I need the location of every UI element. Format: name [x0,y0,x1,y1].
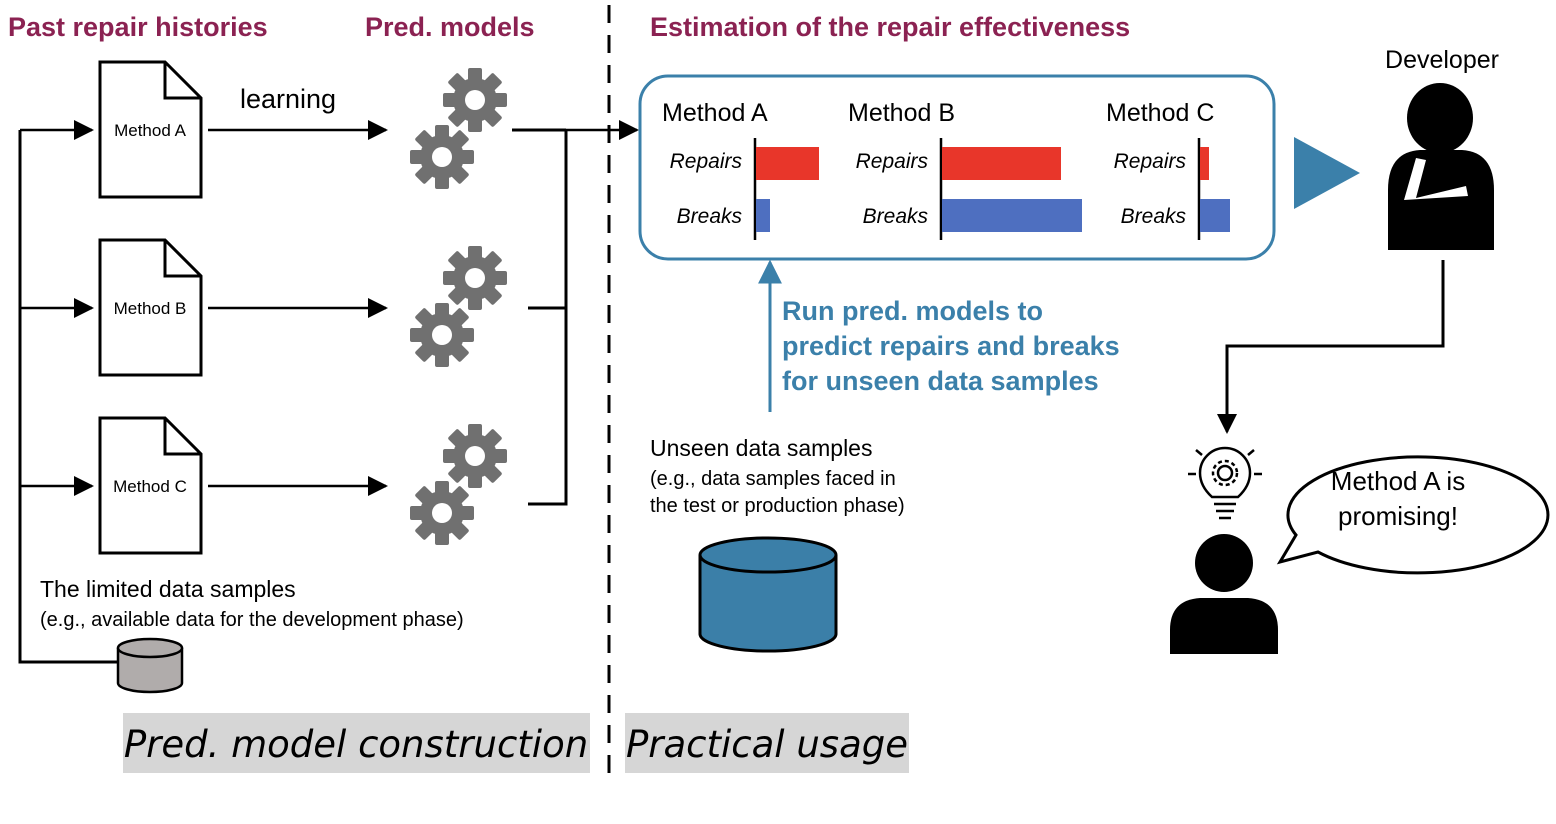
person-icon [1170,534,1278,654]
gear-icon [410,246,507,367]
limited-data-note: (e.g., available data for the developmen… [40,609,464,631]
document-label-a: Method A [114,121,186,140]
developer-thinking-icon [1388,83,1494,250]
developer-connector [1225,260,1445,428]
unseen-note-1: (e.g., data samples faced in [650,468,896,490]
repairs-bar [942,147,1061,180]
breaks-label: Breaks [863,205,929,228]
learning-label: learning [240,84,336,114]
breaks-label: Breaks [1121,205,1187,228]
limited-data-title: The limited data samples [40,576,296,602]
breaks-bar [756,199,770,232]
database-icon [116,637,184,694]
method-title: Method A [662,99,768,127]
document-icon: Method B [98,238,203,377]
lightbulb-gear-icon [1188,446,1262,520]
repairs-bar [1200,147,1209,180]
triangle-arrow-icon [1294,137,1360,209]
document-icon: Method A [98,60,203,199]
document-label-c: Method C [113,477,187,496]
database-icon [698,536,838,653]
repairs-label: Repairs [856,150,929,173]
gear-icon [410,68,507,189]
heading-estimation: Estimation of the repair effectiveness [650,12,1130,42]
speech-line-2: promising! [1338,501,1458,531]
breaks-bar [942,199,1082,232]
unseen-note-2: the test or production phase) [650,495,905,517]
gear-icon [410,424,507,545]
speech-line-1: Method A is [1331,466,1465,496]
unseen-title: Unseen data samples [650,435,872,461]
document-icon: Method C [98,416,203,555]
breaks-label: Breaks [677,205,743,228]
document-label-b: Method B [114,299,187,318]
run-note-line-2: predict repairs and breaks [782,331,1120,361]
phase-construction-bg [123,713,590,773]
method-title: Method C [1106,99,1214,127]
repairs-label: Repairs [1114,150,1187,173]
speech-bubble-icon: Method A is promising! [1276,455,1550,575]
repairs-label: Repairs [670,150,743,173]
repairs-bar [756,147,819,180]
method-title: Method B [848,99,955,127]
phase-usage-bg [625,713,909,773]
run-note-line-1: Run pred. models to [782,296,1043,326]
heading-pred-models: Pred. models [365,12,535,42]
merge-line-c [528,130,568,506]
developer-label: Developer [1385,46,1499,74]
heading-past-repair: Past repair histories [8,12,268,42]
phase-usage-label: Practical usage [626,723,908,766]
phase-construction-label: Pred. model construction [124,723,588,766]
breaks-bar [1200,199,1230,232]
run-note-line-3: for unseen data samples [782,366,1099,396]
